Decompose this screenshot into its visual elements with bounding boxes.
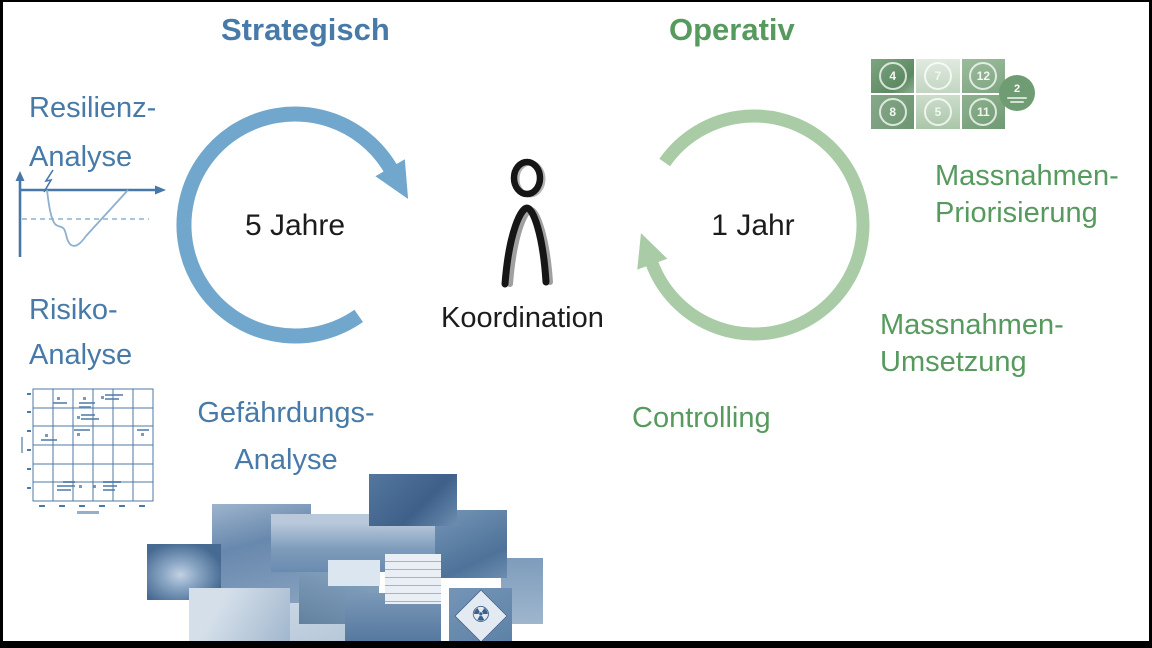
priorisierung-tile: 5	[916, 95, 960, 129]
priorisierung-tile: 11	[961, 95, 1005, 129]
tile-ring	[923, 98, 952, 126]
risk-matrix-chart	[21, 388, 154, 514]
slide-canvas: Strategisch Operativ Resilienz- Analyse …	[3, 2, 1149, 641]
gefaehrdung-line2: Analyse	[234, 444, 338, 476]
tile-number: 12	[976, 69, 990, 83]
tile-ring	[878, 62, 907, 90]
resilience-curve-chart	[15, 169, 166, 257]
gefaehrdung-line1: Gefährdungs-	[197, 397, 375, 429]
photo-handwritten-note	[385, 554, 441, 604]
label-1-jahr: 1 Jahr	[711, 209, 795, 242]
label-gefaehrdungs-analyse: Gefährdungs- Analyse	[155, 390, 417, 484]
photo-syringe	[189, 588, 290, 641]
photo-radioactive-sign: ☢	[449, 588, 512, 641]
header-operativ: Operativ	[669, 12, 795, 47]
tile-ring	[878, 98, 907, 126]
risiko-line2: Analyse	[29, 339, 133, 371]
umsetzung-line1: Massnahmen-	[880, 309, 1064, 341]
warning-diamond: ☢	[453, 589, 508, 641]
badge-text-line	[1010, 100, 1024, 103]
tile-number: 7	[934, 69, 942, 83]
priorisierung-tile: 8	[871, 95, 915, 129]
label-resilienz-analyse: Resilienz- Analyse	[29, 84, 156, 182]
umsetzung-line2: Umsetzung	[880, 346, 1027, 378]
label-massnahmen-umsetzung: Massnahmen- Umsetzung	[880, 307, 1064, 381]
tile-ring	[969, 98, 998, 126]
resilienz-line2: Analyse	[29, 141, 133, 173]
radioactive-icon: ☢	[470, 602, 491, 628]
resilienz-line1: Resilienz-	[29, 92, 157, 124]
label-koordination: Koordination	[441, 302, 604, 334]
badge-number: 2	[1013, 82, 1021, 95]
label-massnahmen-priorisierung: Massnahmen- Priorisierung	[935, 158, 1119, 232]
label-risiko-analyse: Risiko- Analyse	[29, 288, 132, 378]
risiko-line1: Risiko-	[29, 294, 118, 326]
priorisierung-tile: 12	[961, 59, 1005, 93]
label-controlling: Controlling	[632, 402, 771, 434]
tile-ring	[969, 62, 998, 90]
tile-number: 4	[889, 69, 896, 83]
priorisierung-badge: 2	[999, 75, 1035, 111]
photo-dark-figure	[369, 474, 457, 526]
priorisierung-line1: Massnahmen-	[935, 160, 1119, 192]
operative-cycle-arrow-icon	[637, 109, 870, 341]
priorisierung-line2: Priorisierung	[935, 197, 1098, 229]
strategic-cycle-arrow-icon	[176, 106, 409, 344]
tile-number: 5	[934, 105, 942, 119]
tile-ring	[923, 62, 952, 90]
badge-text-line	[1007, 96, 1027, 99]
priorisierung-matrix-image: 4 7 12 8 5 11	[871, 59, 1005, 129]
tile-number: 8	[889, 105, 896, 119]
tile-number: 11	[976, 105, 990, 119]
person-icon	[501, 158, 553, 288]
priorisierung-tile: 7	[916, 59, 960, 93]
label-5-jahre: 5 Jahre	[244, 209, 346, 242]
lightning-icon	[43, 169, 54, 193]
photo-light-fragment	[328, 560, 380, 586]
header-strategisch: Strategisch	[221, 12, 390, 47]
priorisierung-tile: 4	[871, 59, 915, 93]
